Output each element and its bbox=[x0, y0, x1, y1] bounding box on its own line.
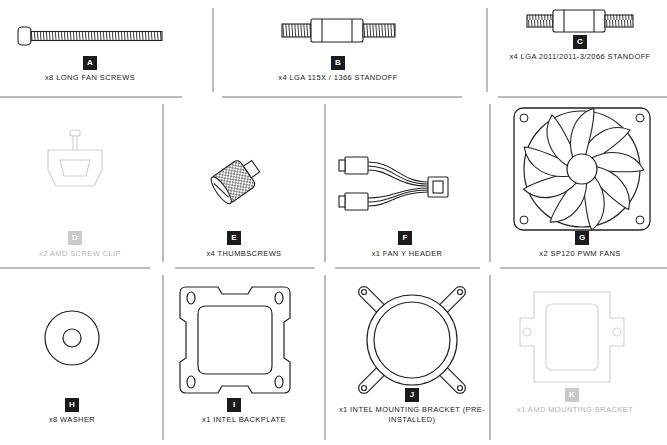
amd-mounting-bracket bbox=[520, 292, 624, 382]
part-letter-badge: D bbox=[68, 231, 82, 245]
part-letter: J bbox=[410, 391, 414, 399]
part-caption: x4 THUMBSCREWS bbox=[169, 249, 319, 259]
part-caption: x4 LGA 2011/2011-3/2066 STANDOFF bbox=[505, 52, 655, 62]
long-screw bbox=[18, 27, 162, 45]
part-letter: G bbox=[579, 234, 585, 242]
thumbscrew bbox=[208, 153, 265, 206]
part-letter: F bbox=[403, 234, 408, 242]
part-caption: x1 AMD MOUNTING BRACKET bbox=[510, 405, 640, 415]
part-letter: C bbox=[577, 38, 583, 46]
part-letter: I bbox=[233, 401, 235, 409]
part-caption: x4 LGA 115X / 1366 STANDOFF bbox=[218, 73, 458, 83]
part-caption: x2 AMD SCREW CLIP bbox=[5, 249, 155, 259]
part-letter: D bbox=[72, 234, 78, 242]
part-letter-badge: I bbox=[227, 398, 241, 412]
divider-lines bbox=[0, 8, 667, 440]
part-caption: x1 INTEL MOUNTING BRACKET (PRE-INSTALLED… bbox=[333, 405, 491, 425]
part-letter-badge: E bbox=[227, 231, 241, 245]
part-letter-badge: H bbox=[65, 398, 79, 412]
intel-backplate bbox=[180, 287, 290, 393]
washer bbox=[45, 311, 99, 365]
part-letter: K bbox=[569, 391, 575, 399]
part-letter-badge: K bbox=[565, 388, 579, 402]
standoff-115x bbox=[282, 19, 395, 42]
part-caption: x1 INTEL BACKPLATE bbox=[169, 415, 319, 425]
part-letter-badge: F bbox=[398, 231, 412, 245]
standoff-2011 bbox=[527, 10, 633, 32]
part-caption: x2 SP120 PWM FANS bbox=[500, 249, 660, 259]
part-letter: E bbox=[231, 234, 236, 242]
part-caption: x1 FAN Y HEADER bbox=[332, 249, 482, 259]
part-letter-badge: A bbox=[83, 56, 97, 70]
part-letter: A bbox=[87, 59, 93, 67]
fan-y-header bbox=[339, 157, 448, 210]
part-letter: B bbox=[335, 59, 341, 67]
part-letter-badge: C bbox=[573, 35, 587, 49]
sp120-fan bbox=[514, 106, 650, 231]
amd-screw-clip bbox=[48, 130, 102, 186]
part-letter: H bbox=[69, 401, 75, 409]
part-letter-badge: J bbox=[405, 388, 419, 402]
part-letter-badge: B bbox=[331, 56, 345, 70]
part-caption: x8 WASHER bbox=[2, 415, 142, 425]
intel-mounting-bracket bbox=[362, 290, 463, 391]
part-caption: x8 LONG FAN SCREWS bbox=[0, 73, 180, 83]
part-letter-badge: G bbox=[575, 231, 589, 245]
